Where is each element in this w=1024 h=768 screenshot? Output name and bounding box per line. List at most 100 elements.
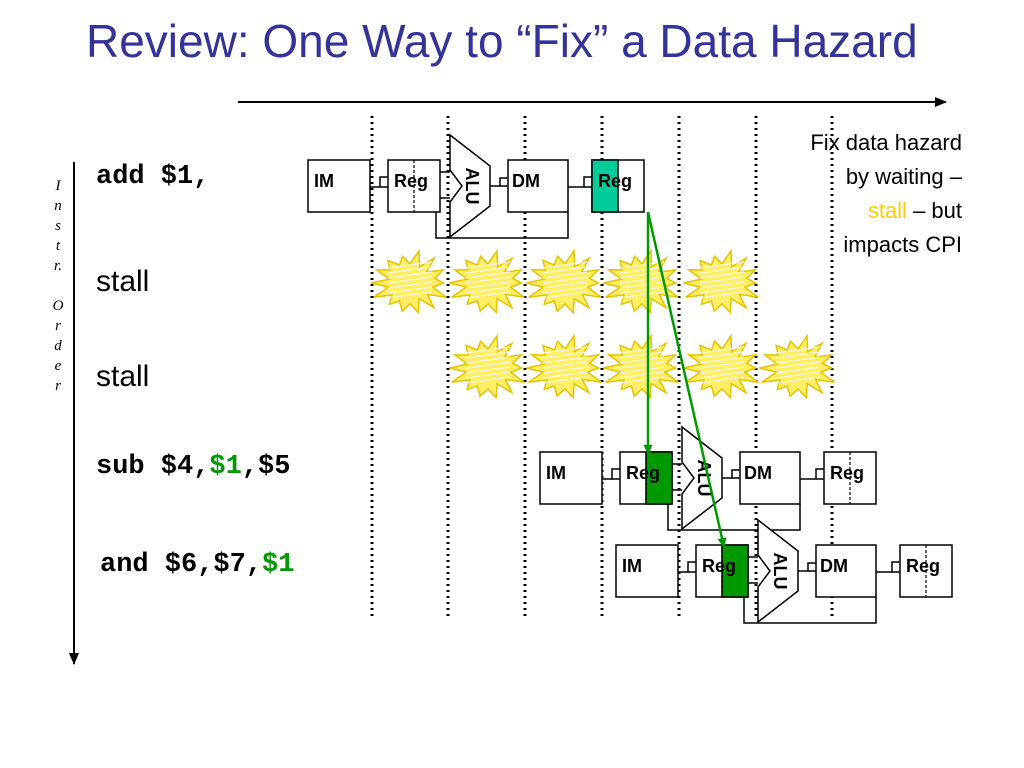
- stall-bubble-hatch: [465, 286, 511, 294]
- stall-bubble-hatch: [775, 356, 821, 364]
- connector: [370, 176, 388, 188]
- connector: [876, 561, 900, 573]
- axis-label-letter: d: [54, 338, 62, 354]
- stall-bubble-hatch: [542, 291, 588, 299]
- stall-bubble-hatch: [619, 376, 665, 384]
- dm-box: [739, 451, 801, 505]
- dm-label: DM: [512, 171, 540, 191]
- stall-bubble-hatch: [619, 366, 665, 374]
- stall-bubble-hatch: [542, 366, 588, 374]
- stall-bubble: [526, 248, 602, 315]
- dm-label: DM: [820, 556, 848, 576]
- stall-bubble-hatch: [619, 281, 665, 289]
- register-label: Reg: [394, 171, 428, 191]
- stall-bubble: [759, 333, 835, 400]
- writeback-register-label: Reg: [598, 171, 632, 191]
- dm-label: DM: [744, 463, 772, 483]
- stall-bubble-shape: [371, 248, 447, 315]
- stall-bubble-hatch: [542, 286, 588, 294]
- register-read-half: [721, 544, 749, 598]
- instruction-sub: sub $4,$1,$5: [96, 452, 291, 482]
- stall-bubble-hatch: [465, 271, 511, 279]
- stall-keyword: stall: [867, 198, 907, 223]
- stall-bubble-hatch: [465, 276, 511, 284]
- instruction-and: and $6,$7,$1: [100, 550, 295, 580]
- dm-box: [507, 159, 569, 213]
- instruction-add: add $1,: [96, 162, 210, 192]
- alu-shape: [757, 518, 799, 624]
- stall-bubble-hatch: [699, 276, 745, 284]
- stall-bubble-hatch: [699, 291, 745, 299]
- stall-bubble-hatch: [775, 361, 821, 369]
- stall-bubble-hatch: [699, 361, 745, 369]
- stall-bubble: [449, 333, 525, 400]
- stall-bubble-hatch: [465, 346, 511, 354]
- connector: [667, 504, 801, 531]
- stall-bubble-hatch: [542, 346, 588, 354]
- stall-bubble-hatch: [387, 276, 433, 284]
- stall-bubble-hatch: [619, 346, 665, 354]
- stall-bubble-hatch: [699, 286, 745, 294]
- writeback-register-label: Reg: [906, 556, 940, 576]
- axis-label-letter: r: [55, 318, 61, 334]
- stall-bubble-hatch: [542, 376, 588, 384]
- connector: [568, 176, 592, 188]
- stall-bubble-hatch: [542, 361, 588, 369]
- stall-bubble-hatch: [387, 281, 433, 289]
- slide-title: Review: One Way to “Fix” a Data Hazard: [86, 15, 918, 67]
- axis-label-letter: s: [55, 218, 61, 234]
- stall-bubble-hatch: [699, 281, 745, 289]
- stall-bubble-hatch: [387, 266, 433, 274]
- register-label: Reg: [626, 463, 660, 483]
- stall-bubble-hatch: [542, 371, 588, 379]
- stall-bubble-hatch: [387, 261, 433, 269]
- stall-bubble: [683, 248, 759, 315]
- register-label: Reg: [702, 556, 736, 576]
- stall-bubble-hatch: [699, 356, 745, 364]
- stall-bubble-hatch: [775, 371, 821, 379]
- stall-bubble-hatch: [619, 286, 665, 294]
- stall-bubble-hatch: [542, 261, 588, 269]
- axis-label-letter: I: [55, 178, 61, 194]
- dependency-arrow-and: [646, 211, 727, 548]
- stall-bubble-shape: [683, 333, 759, 400]
- stall-bubble-hatch: [619, 371, 665, 379]
- stall-bubble-shape: [603, 333, 679, 400]
- stall-bubble-hatch: [775, 366, 821, 374]
- alu-shape: [449, 133, 491, 239]
- annotation-note: Fix data hazard by waiting – stall – but…: [810, 130, 962, 257]
- stall-bubble-hatch: [465, 361, 511, 369]
- stall-bubble-hatch: [619, 351, 665, 359]
- stall-bubble-hatch: [699, 376, 745, 384]
- stall-bubble: [603, 333, 679, 400]
- stall-bubble-hatch: [387, 271, 433, 279]
- stall-bubble: [683, 333, 759, 400]
- stall-bubble-hatch: [542, 281, 588, 289]
- stall-bubble-hatch: [465, 261, 511, 269]
- stall-bubble-hatch: [775, 351, 821, 359]
- stall-bubble-hatch: [542, 266, 588, 274]
- im-label: IM: [622, 556, 642, 576]
- stall-bubble-hatch: [699, 351, 745, 359]
- stall-bubble-hatch: [619, 356, 665, 364]
- stall-bubble-hatch: [699, 371, 745, 379]
- stall-bubble-hatch: [542, 276, 588, 284]
- connector: [722, 469, 740, 479]
- connector: [678, 561, 696, 573]
- alu-shape: [681, 425, 723, 531]
- stall-bubble: [526, 333, 602, 400]
- connector: [743, 597, 877, 624]
- stall-bubble-hatch: [775, 346, 821, 354]
- instruction-stall-1: stall: [96, 265, 150, 298]
- axis-label-letter: r: [55, 378, 61, 394]
- stall-bubble-hatch: [619, 276, 665, 284]
- stall-bubble-hatch: [465, 266, 511, 274]
- stall-bubble-hatch: [465, 351, 511, 359]
- stall-bubble-hatch: [465, 371, 511, 379]
- axis-label-letter: O: [52, 298, 64, 314]
- instruction-stall-2: stall: [96, 360, 150, 393]
